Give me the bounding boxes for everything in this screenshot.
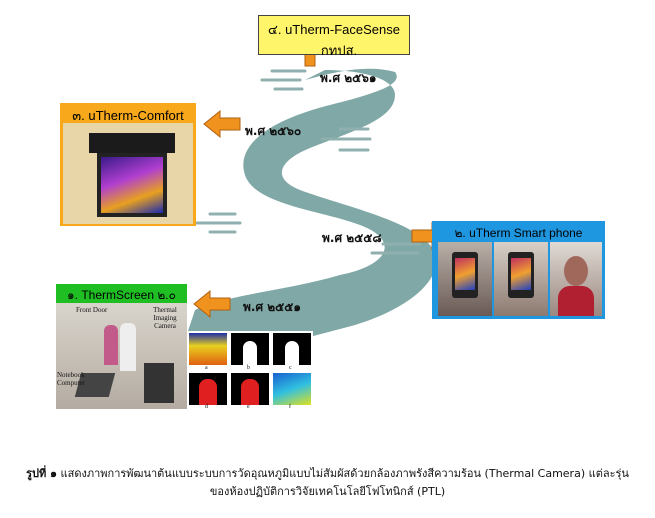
caption-prefix: รูปที่ ๑ <box>26 467 58 480</box>
body-shape <box>558 286 594 316</box>
photo-label: Notebook Computer <box>57 371 85 387</box>
stage-3-panel: ๓. uTherm-Comfort <box>60 103 196 226</box>
year-label: พ.ศ ๒๕๖๑ <box>320 71 377 85</box>
thermal-image <box>511 258 531 290</box>
camera-stand <box>144 363 174 403</box>
panel-letter: c <box>289 365 292 371</box>
silhouette <box>285 341 299 365</box>
thermal-panel <box>189 373 227 405</box>
figure-caption: รูปที่ ๑ แสดงภาพการพัฒนาต้นแบบระบบการวัด… <box>0 464 655 482</box>
panel-letter: f <box>289 404 291 410</box>
smartphone-photo <box>494 242 548 316</box>
arrow-left-icon <box>193 289 231 319</box>
stage-4-box: ๔. uTherm-FaceSense กทปส. <box>258 15 410 58</box>
year-label: พ.ศ ๒๕๖๐ <box>245 124 302 138</box>
stage-2-panel: ๒. uTherm Smart phone <box>432 221 605 319</box>
figure-caption-line2: ของห้องปฏิบัติการวิจัยเทคโนโลยีโฟโทนิกส์… <box>209 485 446 498</box>
panel-letter: a <box>205 365 208 371</box>
person-photo <box>550 242 602 316</box>
face-shape <box>564 256 588 286</box>
stage-org: กทปส. <box>320 43 358 58</box>
person-shape <box>120 323 136 371</box>
year-label: พ.ศ ๒๕๕๘ <box>322 231 382 245</box>
thermal-panel <box>189 333 227 365</box>
phone-device <box>452 252 478 298</box>
thermal-panel <box>273 333 311 365</box>
silhouette <box>243 341 257 365</box>
stage-title: ๔. uTherm-FaceSense <box>268 22 400 37</box>
device-header <box>89 133 175 153</box>
device-screen <box>97 153 167 217</box>
stage-title: ๓. uTherm-Comfort <box>72 108 184 123</box>
silhouette <box>199 379 217 405</box>
thermal-image <box>101 157 163 213</box>
arrow-left-icon <box>203 109 241 139</box>
photo-label: Thermal Imaging Camera <box>153 306 177 330</box>
thermal-panel <box>231 373 269 405</box>
thermscreen-photo: Front Door Thermal Imaging Camera Notebo… <box>56 303 187 409</box>
year-label: พ.ศ ๒๕๕๑ <box>243 300 301 314</box>
thermal-image <box>455 258 475 290</box>
stage-title: ๒. uTherm Smart phone <box>454 226 583 240</box>
road-path <box>170 68 437 385</box>
thermal-grid: a b c d e f <box>187 331 313 410</box>
comfort-device-photo <box>63 123 193 224</box>
silhouette <box>241 379 259 405</box>
smartphone-photo <box>438 242 492 316</box>
person-shape <box>104 325 118 365</box>
photo-label: Front Door <box>76 306 108 314</box>
panel-letter: e <box>247 404 250 410</box>
panel-letter: b <box>247 365 250 371</box>
phone-device <box>508 252 534 298</box>
thermal-panel <box>273 373 311 405</box>
stage-title: ๑. ThermScreen ๒.๐ <box>67 288 176 302</box>
thermal-panel <box>231 333 269 365</box>
caption-line1: แสดงภาพการพัฒนาต้นแบบระบบการวัดอุณหภูมิแ… <box>60 467 629 480</box>
stage-1-panel: ๑. ThermScreen ๒.๐ Front Door Thermal Im… <box>56 284 187 409</box>
panel-letter: d <box>205 404 208 410</box>
